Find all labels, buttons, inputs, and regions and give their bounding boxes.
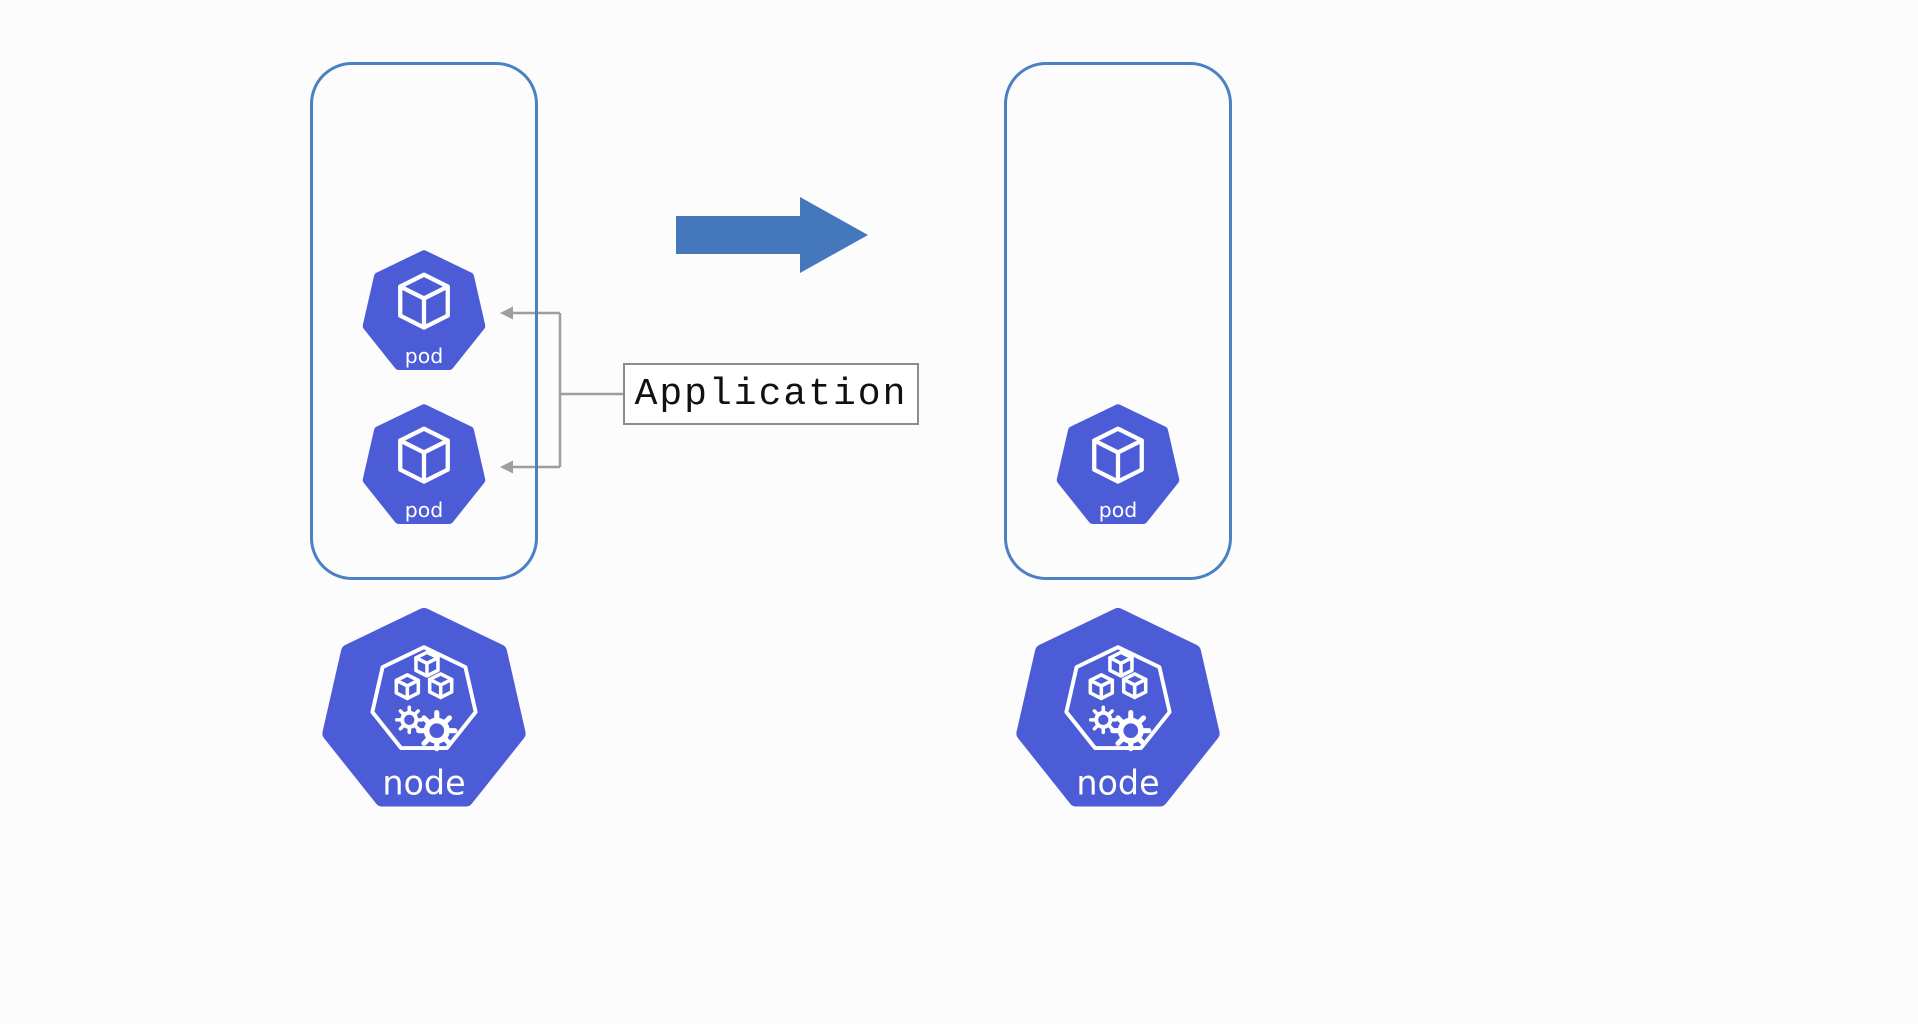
pod-icon: pod xyxy=(358,401,490,533)
pod-label: pod xyxy=(1099,498,1137,522)
arrow-right-icon xyxy=(676,197,868,273)
application-label: Application xyxy=(634,372,908,416)
node-label: node xyxy=(382,763,465,802)
pod-label: pod xyxy=(405,344,443,368)
pod-icon: pod xyxy=(358,247,490,379)
pod-icon: pod xyxy=(1052,401,1184,533)
right-pod-group-box xyxy=(1004,62,1232,580)
application-label-box: Application xyxy=(623,363,919,425)
node-icon: node xyxy=(1010,604,1226,820)
node-icon: node xyxy=(316,604,532,820)
left-pod-group-box xyxy=(310,62,538,580)
pod-label: pod xyxy=(405,498,443,522)
node-label: node xyxy=(1076,763,1159,802)
